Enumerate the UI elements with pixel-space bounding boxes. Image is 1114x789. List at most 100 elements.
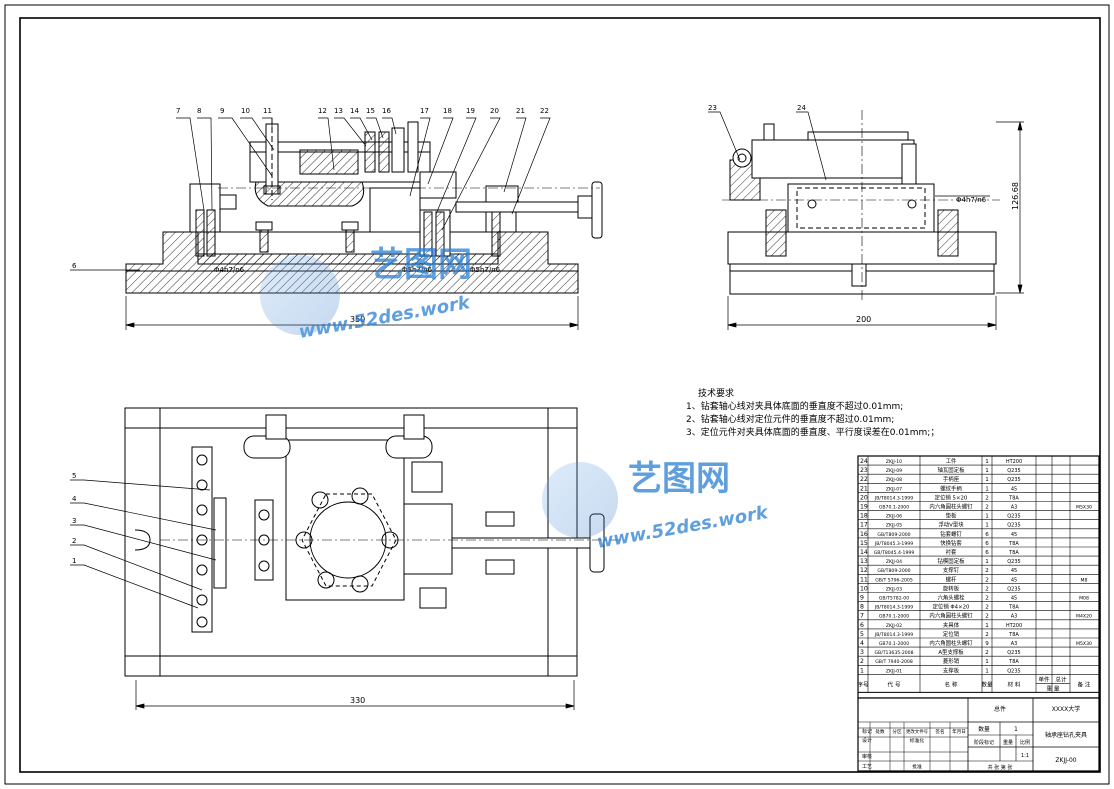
bom-no: 18: [860, 513, 868, 520]
fit-side: Φ4h7/n6: [956, 196, 987, 204]
front-balloon-labels: 7 8 9 10 11 12 13 14 15 16 17 18 19 20 2…: [72, 107, 549, 270]
balloon-15: 15: [366, 107, 375, 115]
bom-material: T8A: [1008, 541, 1019, 547]
bom-header-cell: 材 料: [1008, 680, 1021, 688]
bom-no: 3: [860, 649, 864, 656]
bom-qty: 2: [985, 605, 989, 611]
bom-code: ZKJJ-02: [886, 623, 902, 629]
bom-header-cell: 名 称: [945, 680, 958, 688]
balloon-2: 2: [72, 537, 76, 545]
bom-header-cell: 数量: [981, 680, 993, 688]
bom-qty: 2: [985, 586, 989, 592]
bom-qty: 2: [985, 632, 989, 638]
bom-no: 19: [860, 504, 868, 511]
bom-qty: 6: [985, 541, 989, 547]
balloon-19: 19: [466, 107, 475, 115]
bom-qty: 1: [985, 468, 989, 474]
outer-border: [4, 4, 1110, 785]
bom-material: Q235: [1007, 668, 1020, 674]
bom-header-cell: 备 注: [1078, 680, 1091, 688]
bom-name: 夹具体: [943, 621, 960, 629]
balloon-8: 8: [197, 107, 201, 115]
bom-material: T8A: [1008, 550, 1019, 556]
balloon-11: 11: [263, 107, 272, 115]
bom-name: 钻模固定板: [938, 557, 966, 565]
technical-requirements: 技术要求 1、钻套轴心线对夹具体底面的垂直度不超过0.01mm; 2、钻套轴心线…: [686, 388, 939, 440]
bom-material: HT200: [1006, 623, 1022, 629]
bom-material: Q235: [1007, 523, 1020, 529]
bom-name: 旋转板: [943, 584, 960, 592]
bom-no: 8: [860, 604, 864, 611]
watermark-brand-1: 艺图网: [370, 245, 472, 285]
tb-col-date: 年月日: [952, 728, 966, 735]
side-leaders: [708, 111, 990, 197]
front-balloons: [70, 117, 551, 271]
tb-weight-label: 重量: [1003, 739, 1013, 746]
tb-standardization: 标准化: [910, 737, 925, 744]
side-dimensions: [727, 121, 1024, 330]
bom-code: ZKJJ-01: [886, 668, 902, 674]
watermark-brand-2: 艺图网: [628, 459, 730, 499]
bom-material: A3: [1011, 614, 1018, 620]
bom-material: HT200: [1006, 459, 1022, 465]
tb-scale-value: 1:1: [1021, 753, 1029, 759]
bom-no: 24: [860, 458, 868, 465]
bom-qty: 2: [985, 505, 989, 511]
bom-name: 定位销 5×20: [935, 493, 968, 501]
watermark-url-2: www.52des.work: [595, 502, 770, 553]
balloon-7: 7: [176, 107, 180, 115]
bom-qty: 1: [985, 486, 989, 492]
bom-name: 浮动V型块: [938, 521, 964, 529]
balloon-21: 21: [516, 107, 525, 115]
tech-line-1: 1、钻套轴心线对夹具体底面的垂直度不超过0.01mm;: [686, 402, 904, 412]
bom-material: A3: [1011, 641, 1018, 647]
top-labels: 5 4 3 2 1: [72, 472, 77, 565]
bom-material: 45: [1011, 486, 1017, 492]
fit-c: Φ5h7/n6: [470, 266, 501, 274]
tech-line-3: 3、定位元件对夹具体底面的垂直度、平行度误差在0.01mm;；: [686, 428, 940, 438]
bom-name: 垫板: [946, 512, 957, 520]
bom-name: 螺杆: [946, 575, 957, 583]
bom-material: T8A: [1008, 495, 1019, 501]
bom-material: Q235: [1007, 559, 1020, 565]
bom-no: 7: [860, 613, 864, 620]
balloon-22: 22: [540, 107, 549, 115]
bom-name: 支撑钉: [943, 566, 960, 574]
balloon-3: 3: [72, 517, 76, 525]
bom-code: GB70.1-2000: [879, 614, 909, 620]
bom-qty: 2: [985, 568, 989, 574]
bom-code: ZKJJ-08: [886, 477, 902, 483]
bom-code: GB/T809-2000: [877, 532, 910, 538]
bom-code: ZKJJ-05: [886, 523, 902, 529]
tb-row-design: 设计: [862, 737, 872, 744]
bom-name: 轴瓦固定板: [938, 466, 966, 474]
bom-code: ZKJJ-04: [886, 559, 902, 565]
bom-name: 衬套: [946, 548, 957, 556]
balloon-14: 14: [350, 107, 359, 115]
bom-qty: 1: [985, 459, 989, 465]
balloon-17: 17: [420, 107, 429, 115]
dim-top-width: 330: [350, 696, 365, 705]
tb-qty-label: 数量: [978, 725, 990, 733]
bom-name: 快换钻套: [940, 539, 962, 547]
bom-note: M4X20: [1076, 614, 1092, 620]
balloon-23: 23: [708, 104, 717, 112]
tb-stage-label: 阶段标记: [974, 739, 994, 746]
bom-qty: 1: [985, 623, 989, 629]
side-labels: 23 24 Φ4h7/n6: [708, 104, 987, 204]
tb-row-mark: 标记: [862, 728, 872, 735]
balloon-12: 12: [318, 107, 327, 115]
balloon-9: 9: [220, 107, 224, 115]
bom-header-cell: 单件: [1038, 675, 1050, 683]
balloon-18: 18: [443, 107, 452, 115]
